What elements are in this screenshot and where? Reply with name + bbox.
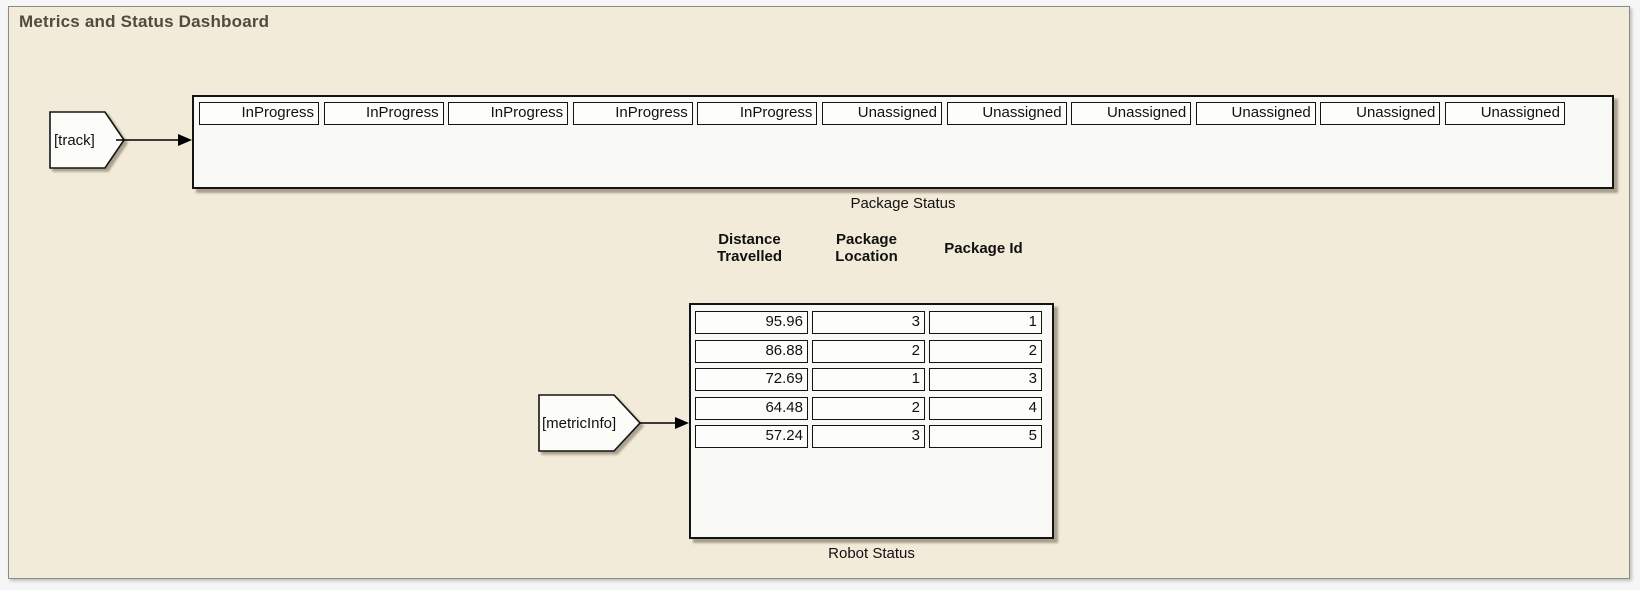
robot-status-cell: 1 (812, 368, 925, 391)
robot-status-cell: 2 (812, 339, 925, 363)
robot-status-cell: 3 (812, 311, 925, 334)
robot-status-cell: 64.48 (695, 396, 808, 420)
package-status-cell: Unassigned (1320, 102, 1441, 125)
package-status-cell: InProgress (323, 102, 444, 125)
arrowhead-icon (675, 417, 689, 429)
package-status-caption: Package Status (850, 195, 956, 212)
robot-status-cell: 72.69 (695, 368, 808, 391)
robot-status-cell: 3 (929, 368, 1042, 391)
from-tag-track-shape[interactable] (49, 111, 125, 169)
page-title: Metrics and Status Dashboard (19, 12, 270, 31)
robot-status-cell: 3 (812, 425, 925, 448)
package-status-cell: InProgress (199, 102, 319, 125)
package-status-cell: Unassigned (1071, 102, 1192, 125)
package-status-cell: InProgress (697, 102, 818, 125)
signal-wire-metricinfo[interactable] (639, 415, 691, 431)
package-status-cell: Unassigned (1195, 102, 1316, 125)
robot-status-cell: 2 (812, 396, 925, 420)
package-status-cell: Unassigned (821, 102, 942, 125)
package-status-cell: Unassigned (946, 102, 1067, 125)
robot-status-headers: Distance Travelled Package Location Packag… (689, 228, 1054, 268)
from-tag-metricinfo-shape[interactable] (538, 394, 642, 452)
from-tag-metricinfo[interactable]: [metricInfo] (537, 392, 649, 454)
robot-status-column-header: Package Location (835, 231, 898, 265)
robot-status-cell: 2 (929, 339, 1042, 363)
robot-status-cell: 57.24 (695, 425, 808, 448)
robot-status-column-header: Package Id (944, 239, 1023, 257)
robot-status-column-header: Distance Travelled (716, 231, 783, 265)
robot-status-cell: 95.96 (695, 311, 808, 334)
package-status-cell: InProgress (448, 102, 569, 125)
robot-status-cell: 86.88 (695, 339, 808, 363)
robot-status-cell: 1 (929, 311, 1042, 334)
robot-status-cell: 4 (929, 396, 1042, 420)
from-tag-track-label: [track] (54, 132, 95, 149)
arrowhead-icon (178, 134, 192, 146)
dashboard-subsystem-panel: Metrics and Status Dashboard [track] InP… (8, 6, 1630, 579)
robot-status-caption: Robot Status (828, 545, 915, 562)
robot-status-cell: 5 (929, 425, 1042, 448)
signal-wire-track[interactable] (116, 132, 194, 148)
from-tag-metricinfo-label: [metricInfo] (542, 415, 616, 432)
from-tag-track[interactable]: [track] (48, 109, 138, 173)
package-status-cell: Unassigned (1444, 102, 1565, 125)
package-status-cell: InProgress (572, 102, 693, 125)
